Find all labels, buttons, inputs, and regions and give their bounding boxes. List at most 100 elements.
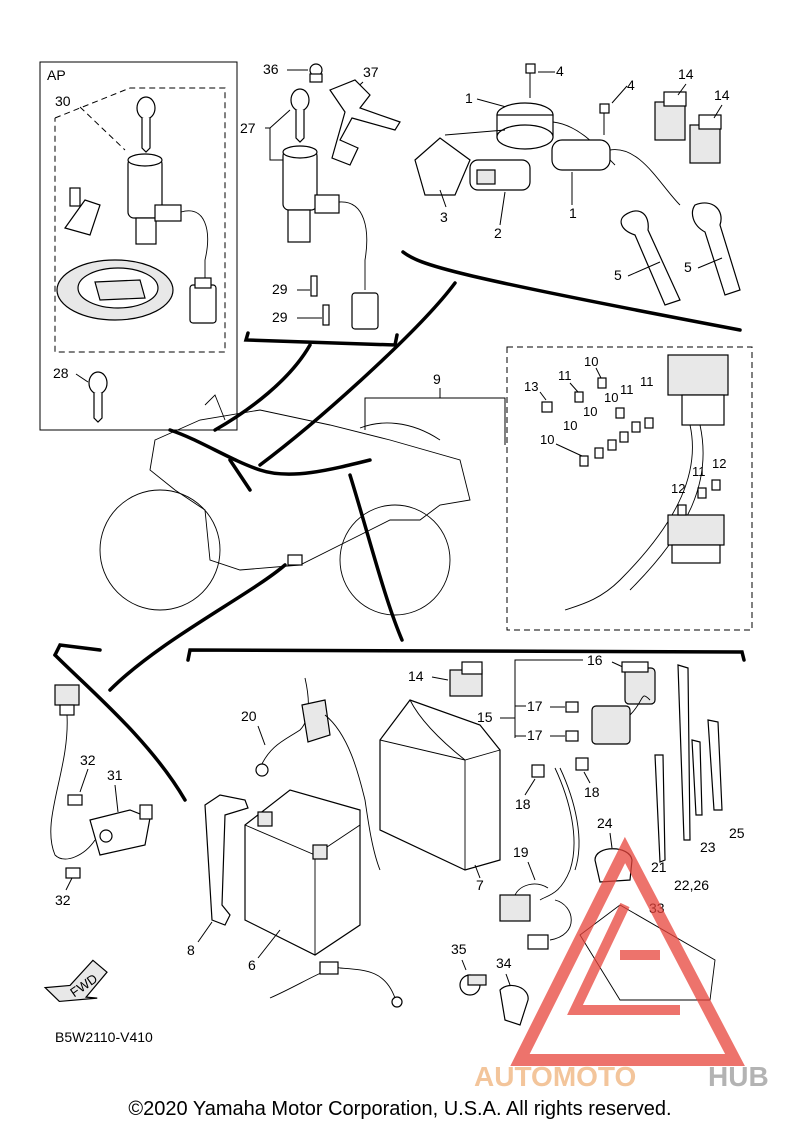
fuel-cap-icon [56, 259, 174, 321]
ignition-coil-1a-icon [496, 102, 616, 166]
fuse-group: 13 11 10 10 11 11 10 10 10 11 12 12 [506, 346, 753, 631]
fuse-group-dashed-box [506, 346, 753, 631]
cable-19 [539, 767, 575, 901]
relay-14b-icon [689, 114, 722, 164]
copyright-notice: ©2020 Yamaha Motor Corporation, U.S.A. A… [128, 1098, 672, 1120]
callout-10c: 10 [583, 404, 597, 419]
callout-3: 3 [440, 209, 448, 225]
plug-cap-5a-icon [620, 210, 681, 306]
battery-band-8-icon [204, 794, 249, 926]
callout-17b: 17 [527, 727, 543, 743]
callout-15: 15 [477, 709, 493, 725]
connector-27-icon [351, 292, 379, 330]
key-28-icon [88, 371, 108, 423]
fuse-17b-icon [565, 730, 579, 742]
callout-25: 25 [729, 825, 745, 841]
cover-33 [579, 904, 716, 1001]
main-switch-body-icon [282, 145, 368, 290]
battery-case-7-icon [379, 699, 501, 871]
minus-cable [269, 967, 396, 999]
callout-12b: 12 [671, 481, 685, 496]
callout-14c: 14 [408, 668, 424, 684]
callout-19: 19 [513, 844, 529, 860]
callout-5b: 5 [684, 259, 692, 275]
relay-14c-icon [449, 661, 483, 697]
bolt-36-icon [309, 63, 323, 83]
callout-20: 20 [241, 708, 257, 724]
callout-8: 8 [187, 942, 195, 958]
connector-19-icon [499, 883, 549, 922]
coupler-icon [50, 684, 96, 860]
main-switch-icon [127, 153, 208, 285]
clip-35-icon [459, 974, 487, 996]
callout-34: 34 [496, 955, 512, 971]
main-switch-group-27: 36 37 27 29 29 [240, 61, 401, 330]
bolt-18a-icon [531, 764, 545, 778]
callout-1a: 1 [465, 90, 473, 106]
callout-14b: 14 [714, 87, 730, 103]
callout-18a: 18 [515, 796, 531, 812]
callout-21: 21 [651, 859, 667, 875]
callout-36: 36 [263, 61, 279, 77]
callout-13: 13 [524, 379, 538, 394]
callout-9: 9 [433, 371, 441, 387]
connector-cap-icon [189, 277, 217, 324]
callout-32a: 32 [80, 752, 96, 768]
callout-28: 28 [53, 365, 69, 381]
callout-10e: 10 [540, 432, 554, 447]
fuse-box-main-icon [564, 354, 729, 611]
leader-battery [348, 473, 404, 642]
callout-29b: 29 [272, 309, 288, 325]
callout-4a: 4 [556, 63, 564, 79]
starter-relay-body-icon [591, 695, 651, 745]
callout-11d: 11 [692, 464, 706, 479]
callout-23: 23 [700, 839, 716, 855]
callout-35: 35 [451, 941, 467, 957]
ignition-coil-1b-icon [551, 139, 681, 206]
callout-32b: 32 [55, 892, 71, 908]
group-bracket-battery [186, 648, 746, 662]
watermark-logo: AUTOMOTO HUB [474, 836, 769, 1092]
callout-5a: 5 [614, 267, 622, 283]
ignition-key-icon [136, 96, 156, 153]
callout-31: 31 [107, 767, 123, 783]
bolt-4a-icon [525, 63, 536, 74]
switch-group: 32 31 32 [50, 684, 153, 908]
clip-34-icon [499, 985, 529, 1026]
group-bracket-coils [401, 250, 742, 332]
fuse-box-spare-icon [667, 514, 725, 564]
leader-coils [258, 281, 457, 467]
ap-frame [39, 61, 238, 431]
connector-19b-icon [527, 934, 549, 950]
callout-18b: 18 [584, 784, 600, 800]
ap-label: AP [47, 67, 66, 83]
group-bracket-switch [53, 643, 102, 657]
screw-29b-icon [322, 304, 330, 326]
callout-2: 2 [494, 225, 502, 241]
fuse-17a-icon [565, 701, 579, 713]
bracket-37-icon [329, 79, 401, 166]
relay-14a-icon [654, 91, 687, 141]
callout-1b: 1 [569, 205, 577, 221]
cable-20 [259, 677, 309, 769]
fuses-icon [541, 377, 721, 516]
callout-11a: 11 [558, 368, 572, 383]
watermark-text-a: AUTOMOTO [474, 1061, 636, 1092]
watermark-text-b: HUB [708, 1061, 769, 1092]
battery-6-icon [244, 789, 361, 956]
callout-24: 24 [597, 815, 613, 831]
callout-10d: 10 [563, 418, 577, 433]
main-switch-key-icon [290, 88, 310, 143]
callout-37: 37 [363, 64, 379, 80]
callout-4b: 4 [627, 77, 635, 93]
bolt-18b-icon [575, 757, 589, 771]
callout-17a: 17 [527, 698, 543, 714]
relay-3-icon [414, 137, 471, 196]
callout-22: 22,26 [674, 877, 709, 893]
callout-10a: 10 [584, 354, 598, 369]
group-bracket-27 [243, 331, 399, 347]
screw-32b-icon [65, 867, 81, 879]
callout-14a: 14 [678, 66, 694, 82]
callout-10b: 10 [604, 390, 618, 405]
bolt-4b-icon [599, 103, 610, 114]
